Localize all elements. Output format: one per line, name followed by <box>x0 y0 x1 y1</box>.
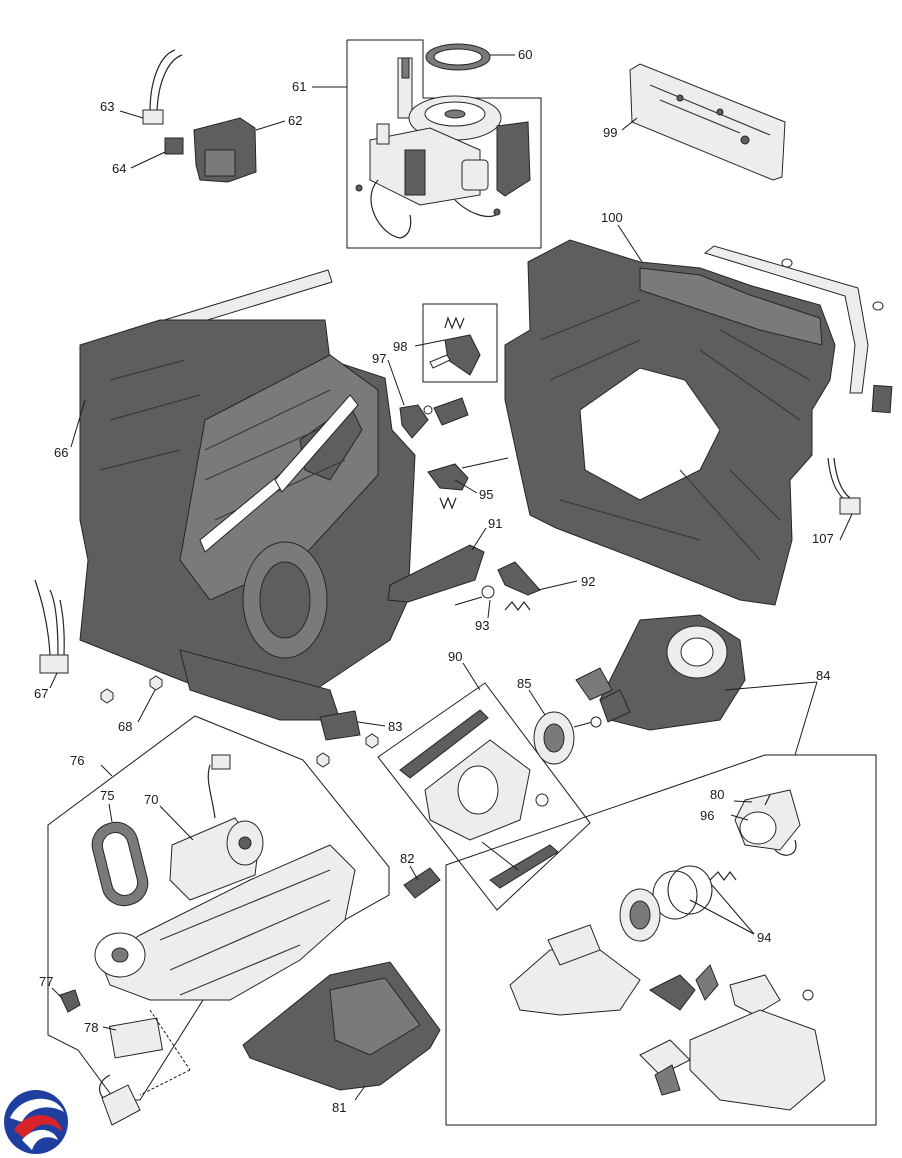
frame-61 <box>346 39 542 249</box>
callout-60: 60 <box>518 47 532 62</box>
callout-76: 76 <box>70 753 84 768</box>
part-81-drip-tray <box>242 961 441 1091</box>
parts-62-64-valve <box>142 49 257 183</box>
callout-94: 94 <box>757 930 771 945</box>
brand-swirl-logo <box>4 1090 68 1154</box>
part-98-spring-lever <box>444 334 481 376</box>
part-78-sensor-board <box>109 1017 163 1059</box>
part-84-brew-unit <box>575 614 746 731</box>
part-66-left-housing <box>79 269 416 721</box>
callout-70: 70 <box>144 792 158 807</box>
frame-90 <box>377 682 591 911</box>
part-107-sensor <box>827 457 861 515</box>
callout-91: 91 <box>488 516 502 531</box>
parts-center-mechanism <box>387 316 541 611</box>
callout-67: 67 <box>34 686 48 701</box>
callout-81: 81 <box>332 1100 346 1115</box>
callout-97: 97 <box>372 351 386 366</box>
leader-lines <box>49 54 853 1101</box>
part-97-lever <box>399 404 429 439</box>
callout-96: 96 <box>700 808 714 823</box>
part-92-link <box>497 561 541 596</box>
callout-61: 61 <box>292 79 306 94</box>
group-76-contents <box>59 754 356 1126</box>
group-90-contents <box>399 709 559 889</box>
part-83-block <box>319 710 361 741</box>
callout-93: 93 <box>475 618 489 633</box>
callout-82: 82 <box>400 851 414 866</box>
part-61-brew-assembly <box>355 43 531 239</box>
callout-64: 64 <box>112 161 126 176</box>
callout-62: 62 <box>288 113 302 128</box>
part-95-latch <box>427 463 469 491</box>
callout-66: 66 <box>54 445 68 460</box>
callout-80: 80 <box>710 787 724 802</box>
frame-98 <box>422 303 498 383</box>
callout-100: 100 <box>601 210 623 225</box>
part-100-right-housing <box>504 239 893 606</box>
part-79-switch <box>101 1084 141 1126</box>
callout-84: 84 <box>816 668 830 683</box>
part-61-cover <box>496 121 531 197</box>
frame-84 <box>445 754 877 1126</box>
callout-107: 107 <box>812 531 834 546</box>
part-68-nuts <box>100 675 379 768</box>
callout-75: 75 <box>100 788 114 803</box>
callout-77: 77 <box>39 974 53 989</box>
part-94-oring-b <box>667 865 713 915</box>
callout-labels: 60 61 62 63 64 99 100 66 97 98 95 91 92 … <box>34 47 834 1115</box>
group-84-contents <box>509 789 826 1111</box>
part-63-connector <box>142 109 164 125</box>
part-85-piston <box>533 711 602 765</box>
callout-99: 99 <box>603 125 617 140</box>
callout-83: 83 <box>388 719 402 734</box>
callout-68: 68 <box>118 719 132 734</box>
part-91-tray <box>387 544 485 603</box>
part-64-clip <box>164 137 184 155</box>
callout-78: 78 <box>84 1020 98 1035</box>
part-82-clip <box>403 867 441 899</box>
part-96-filter <box>739 811 777 845</box>
part-67-wire-harness <box>34 579 69 674</box>
callout-63: 63 <box>100 99 114 114</box>
callout-90: 90 <box>448 649 462 664</box>
part-95-screw <box>461 457 509 469</box>
callout-95: 95 <box>479 487 493 502</box>
callout-92: 92 <box>581 574 595 589</box>
callout-85: 85 <box>517 676 531 691</box>
callout-98: 98 <box>393 339 407 354</box>
part-77-clip <box>59 989 81 1013</box>
part-99-circuit-board <box>629 63 786 181</box>
